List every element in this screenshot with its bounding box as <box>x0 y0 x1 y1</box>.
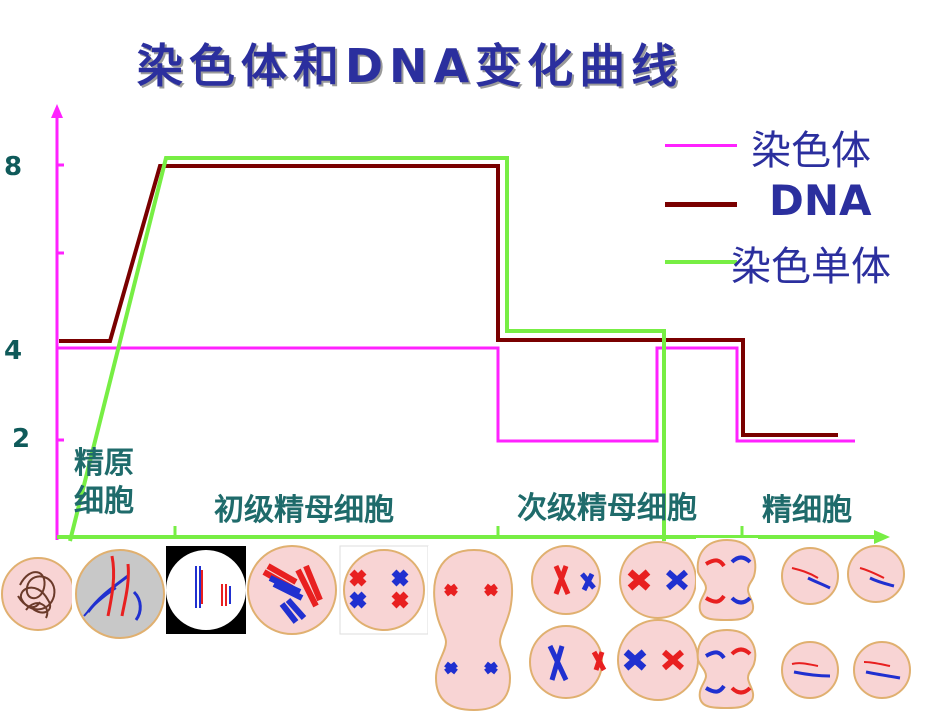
stage-spermatogonium-line1: 精原 <box>74 446 134 481</box>
y-tick-label-4: 4 <box>4 336 23 366</box>
legend-item-chromosome: 染色体 <box>665 118 945 174</box>
chromosome-line <box>59 346 855 443</box>
y-axis-arrow <box>51 104 63 118</box>
legend-label-chromosome: 染色体 <box>751 128 871 174</box>
metaphase2-cell-icon <box>617 541 699 701</box>
stage-secondary-spermatocyte: 次级精母细胞 <box>517 491 697 526</box>
anaphase2-cell-icon <box>696 538 758 709</box>
legend: 染色体 DNA 染色单体 <box>665 118 945 290</box>
legend-swatch-chromosome <box>665 144 737 147</box>
dna-line <box>59 164 838 437</box>
x-axis-arrow <box>874 530 890 544</box>
y-tick-label-2: 2 <box>12 424 31 454</box>
legend-label-dna: DNA <box>769 176 872 225</box>
stage-spermatogonium-line2: 细胞 <box>74 484 134 519</box>
stage-primary-spermatocyte: 初级精母细胞 <box>214 493 394 528</box>
synapsis-cell-icon <box>166 546 246 634</box>
secondary-cell-icon <box>529 545 607 699</box>
stage-spermatogonium: 精原 细胞 <box>74 445 134 521</box>
metaphase1-cell-icon <box>339 545 429 635</box>
tetrad-cell-icon <box>246 545 338 636</box>
stage-spermatid: 精细胞 <box>762 493 852 528</box>
chromatid-line <box>68 156 666 542</box>
legend-item-chromatid: 染色单体 <box>665 234 945 290</box>
y-tick-label-8: 8 <box>4 152 23 182</box>
legend-swatch-dna <box>665 202 737 207</box>
legend-swatch-chromatid <box>665 260 737 264</box>
spermatid-cell-icon <box>781 545 911 699</box>
legend-label-chromatid: 染色单体 <box>731 244 891 290</box>
chromatin-cell-icon <box>0 549 78 635</box>
chromosome-cell-icon <box>72 546 166 640</box>
legend-item-dna: DNA <box>665 176 945 232</box>
page-title: 染色体和DNA变化曲线 <box>136 39 684 93</box>
anaphase1-cell-icon <box>428 546 520 712</box>
